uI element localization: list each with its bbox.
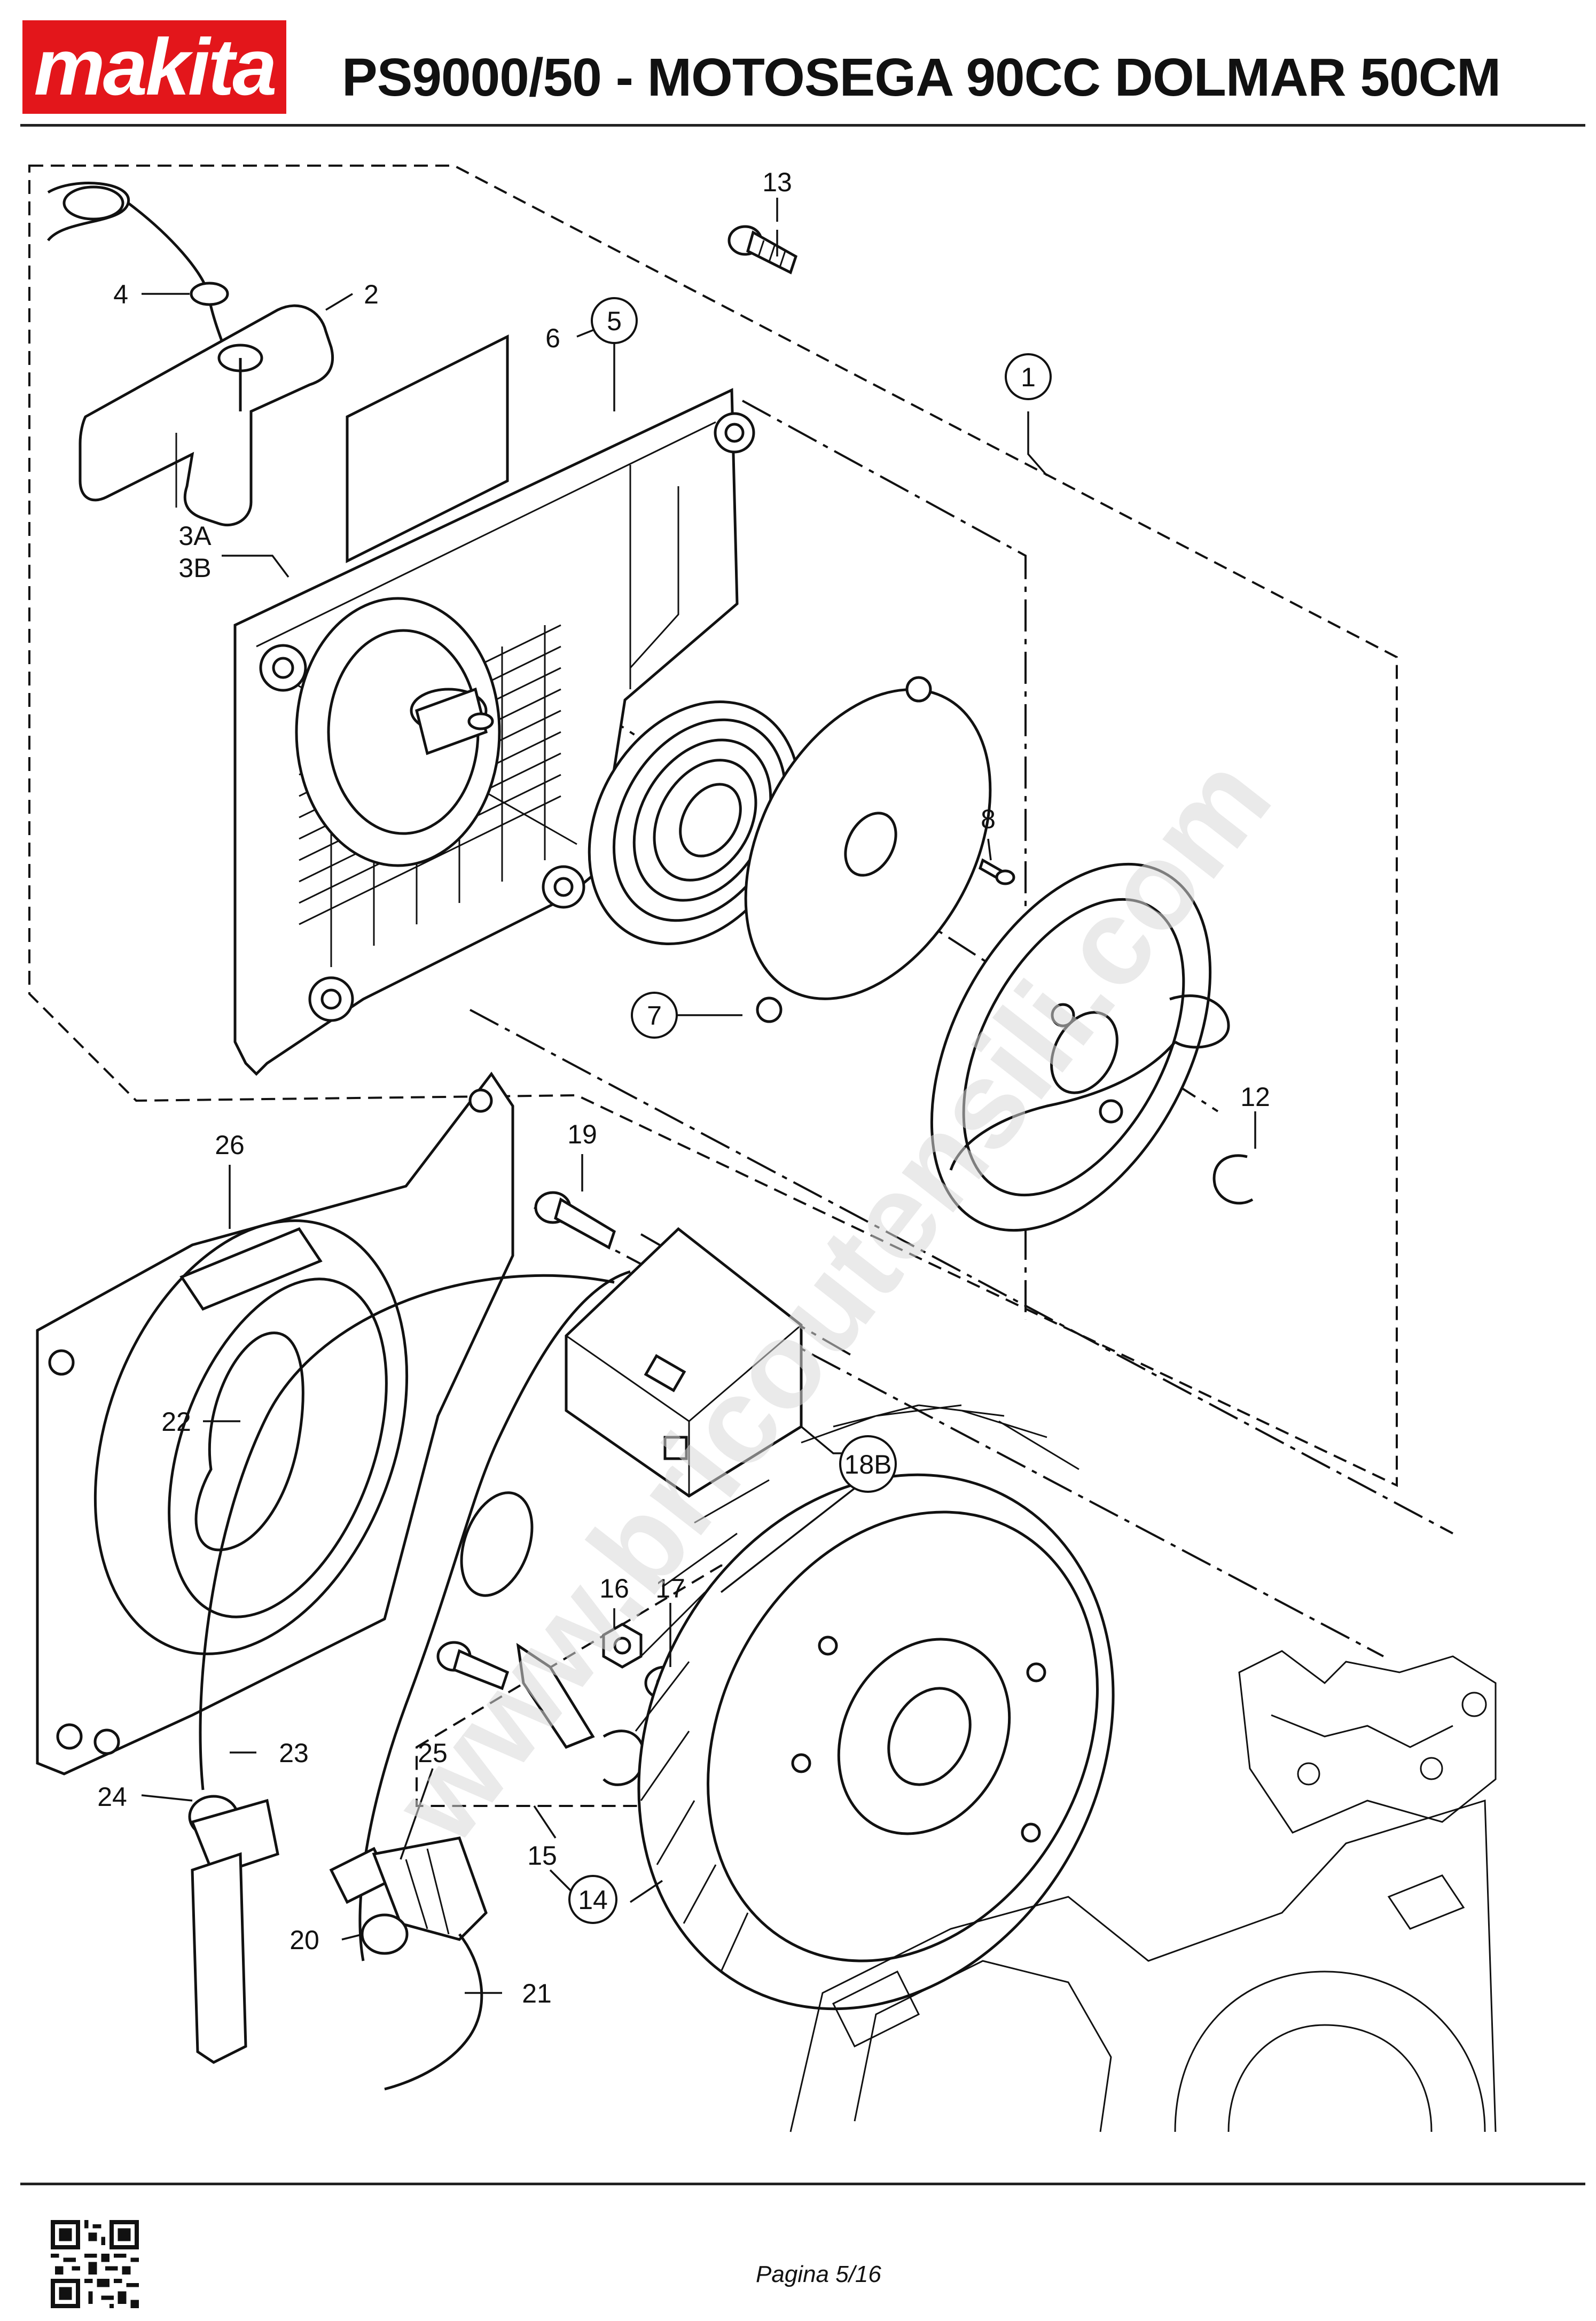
pawl-15 <box>436 1641 645 1786</box>
callout-6: 6 <box>545 323 560 353</box>
callout-4: 4 <box>113 279 128 309</box>
screw-19 <box>534 1191 616 1250</box>
callout-8: 8 <box>981 804 996 834</box>
screw-8 <box>978 858 1015 885</box>
axis-line-flange <box>742 400 1027 1320</box>
callout-7: 7 <box>647 1001 662 1031</box>
callout-circle-5 <box>591 297 638 344</box>
callout-circle-18b <box>839 1435 897 1493</box>
callout-16: 16 <box>599 1574 629 1603</box>
starter-handle <box>79 304 334 527</box>
callout-13: 13 <box>762 167 792 197</box>
callout-25: 25 <box>418 1738 448 1768</box>
callout-3a: 3A <box>178 521 212 551</box>
gasket-22 <box>194 1331 304 1552</box>
callout-circle-1 <box>1005 353 1052 400</box>
screw-13 <box>727 225 798 275</box>
o-ring <box>460 1491 534 1597</box>
callout-2: 2 <box>364 279 379 309</box>
fan-housing <box>233 388 755 1076</box>
logo-wordmark: makita <box>34 22 277 112</box>
axis-line-lower <box>470 1009 1453 1535</box>
ignition-group-boundary <box>416 1564 958 1807</box>
callout-26: 26 <box>215 1130 245 1160</box>
kit-boundary-1 <box>28 165 1398 1487</box>
page-title: PS9000/50 - MOTOSEGA 90CC DOLMAR 50CM <box>342 48 1501 107</box>
spring-cover <box>744 676 992 1023</box>
callout-1: 1 <box>1021 362 1036 392</box>
callout-5: 5 <box>607 306 622 336</box>
rope-pulley <box>930 862 1230 1232</box>
footer-divider <box>20 2183 1585 2185</box>
callout-14: 14 <box>578 1885 608 1915</box>
callout-circle-7 <box>631 992 678 1039</box>
callout-3b: 3B <box>178 553 211 583</box>
fuel-tube-21 <box>384 1933 483 2091</box>
callout-23: 23 <box>279 1738 309 1768</box>
callout-labels: 13 4 2 6 5 1 3A 3B 8 7 12 26 19 22 18B 1… <box>97 167 1270 2008</box>
engine-crankcase <box>789 1650 1497 2132</box>
exploded-parts-diagram: 13 4 2 6 5 1 3A 3B 8 7 12 26 19 22 18B 1… <box>28 165 1497 2132</box>
flywheel <box>635 1404 1115 2011</box>
callout-17: 17 <box>655 1574 685 1603</box>
callout-19: 19 <box>567 1119 597 1149</box>
callout-15: 15 <box>527 1841 557 1871</box>
nut-16 <box>602 1623 643 1669</box>
callout-22: 22 <box>161 1407 191 1437</box>
warning-label <box>346 334 509 564</box>
spark-plug-cap <box>188 1795 279 2064</box>
header-divider <box>20 124 1585 127</box>
callout-12: 12 <box>1240 1082 1270 1112</box>
callout-18b: 18B <box>844 1450 892 1479</box>
page-header: makita PS9000/50 - MOTOSEGA 90CC DOLMAR … <box>0 0 1596 128</box>
callout-21: 21 <box>522 1979 552 2008</box>
grommet-20 <box>361 1913 409 1955</box>
ignition-coil <box>565 1227 803 1498</box>
ignition-cable-23 <box>199 1274 615 1790</box>
makita-logo: makita <box>22 20 286 114</box>
spark-plug <box>329 1836 488 1941</box>
qr-code-icon <box>51 2220 139 2308</box>
flywheel-fins <box>635 1404 1079 1972</box>
callout-24: 24 <box>97 1782 127 1812</box>
circlip-12 <box>1212 1154 1254 1205</box>
page-number: Pagina 5/16 <box>756 2261 881 2287</box>
callout-circle-14 <box>568 1875 617 1924</box>
callout-20: 20 <box>290 1925 319 1955</box>
air-guide-plate <box>36 1071 514 1775</box>
